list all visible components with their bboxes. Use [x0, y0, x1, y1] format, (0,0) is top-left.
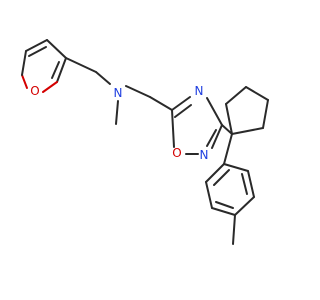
bond [205, 163, 225, 183]
furan-ring [21, 39, 67, 93]
bond [213, 169, 230, 186]
bond [247, 170, 255, 198]
bond [171, 109, 175, 148]
bond [28, 46, 47, 57]
oxadiazole-n4-label: N [195, 84, 204, 98]
bond [231, 127, 264, 135]
bond [225, 103, 233, 135]
bond [223, 133, 233, 165]
bond [149, 96, 173, 111]
atom-labels: O N N O N [30, 84, 208, 162]
bond [21, 74, 28, 89]
bond [25, 39, 48, 52]
bond [232, 214, 236, 245]
bond [56, 57, 67, 83]
bond [65, 57, 97, 73]
bond [262, 99, 269, 129]
bond [125, 85, 151, 98]
tolyl-ring [205, 133, 255, 245]
bond [42, 81, 58, 93]
bond [95, 71, 111, 85]
amine-nitrogen-label: N [114, 86, 123, 100]
bond [211, 124, 223, 149]
bond [46, 39, 67, 59]
bond [205, 181, 213, 209]
oxadiazole-n2-label: N [200, 148, 209, 162]
bond [51, 61, 60, 79]
bond [221, 124, 233, 135]
bond [115, 100, 119, 125]
molecule-structure: O N N O N [21, 39, 269, 245]
oxadiazole-ring [171, 96, 223, 155]
cyclopentyl-ring [221, 86, 269, 135]
bond [206, 129, 217, 147]
oxadiazole-o1-label: O [172, 146, 181, 160]
bond [223, 163, 249, 172]
bond [21, 50, 27, 76]
bond [174, 104, 192, 118]
bond [211, 207, 236, 216]
bond [241, 173, 248, 195]
bond [245, 86, 269, 101]
bond [215, 201, 234, 209]
furan-oxygen-label: O [30, 84, 39, 98]
amine-linker [65, 57, 173, 125]
bond [234, 196, 255, 216]
bond [225, 86, 247, 105]
bond [171, 96, 191, 111]
bond [206, 97, 223, 126]
